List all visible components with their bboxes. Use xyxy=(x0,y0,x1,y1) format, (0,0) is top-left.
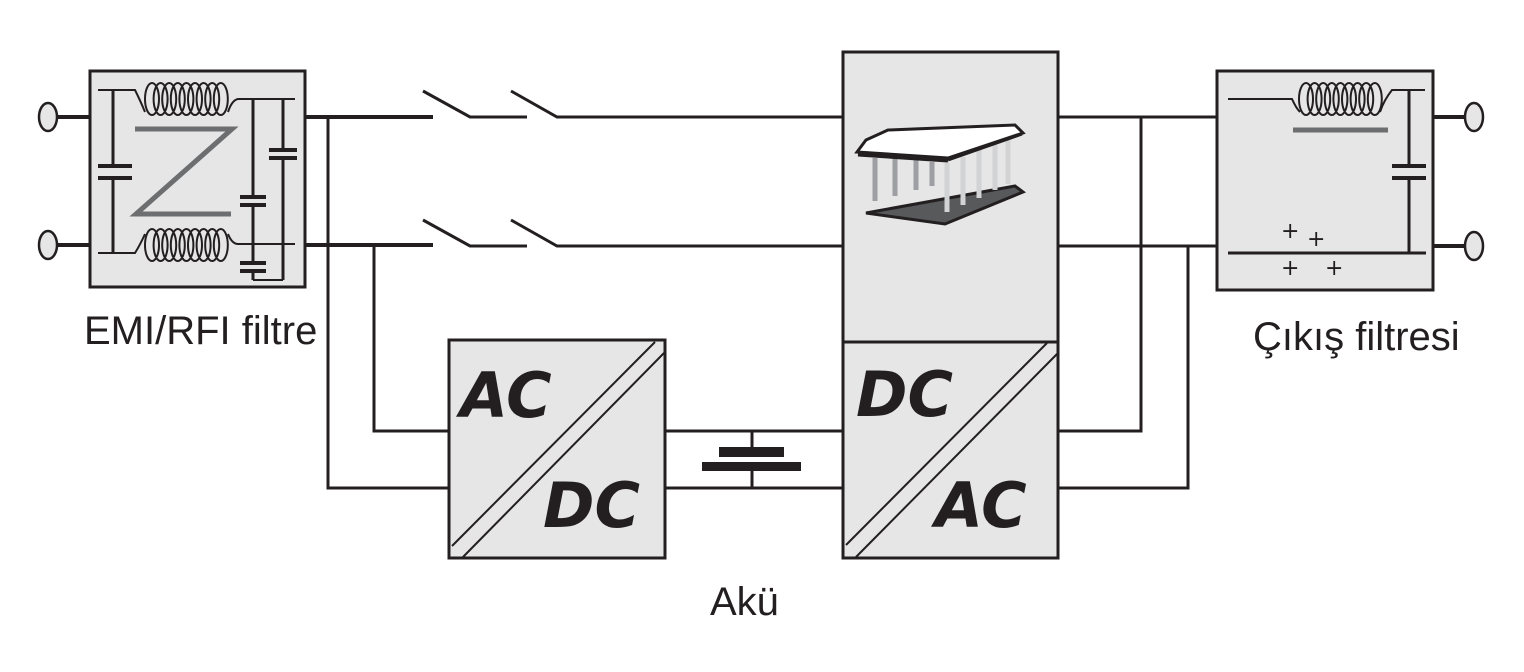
plus-symbol: + xyxy=(1325,256,1343,281)
inverter-output-label: AC xyxy=(930,469,1027,542)
static-switch-icon xyxy=(854,123,1027,226)
input-terminal-l xyxy=(37,101,59,133)
plus-symbol: + xyxy=(1281,256,1299,281)
bypass-switch-1-top xyxy=(422,89,527,119)
bypass-switch-1-bottom xyxy=(422,218,527,248)
bypass-switch-2-bottom xyxy=(510,218,843,248)
inverter-input-label: DC xyxy=(856,358,953,431)
inductor-bottom-icon xyxy=(144,228,229,262)
rectifier-output-label: DC xyxy=(543,469,640,542)
battery-label: Akü xyxy=(710,580,779,624)
static-bypass-block xyxy=(841,50,1060,344)
bypass-switch-2-top xyxy=(510,89,843,119)
battery-icon xyxy=(702,431,801,488)
output-filter-block: + + + + xyxy=(1215,69,1435,292)
input-terminal-n xyxy=(37,229,59,261)
emi-filter-block xyxy=(88,69,307,289)
inductor-top-icon xyxy=(144,82,229,116)
output-terminals xyxy=(1433,101,1485,262)
emi-filter-label: EMI/RFI filtre xyxy=(84,309,317,353)
output-filter-label: Çıkış filtresi xyxy=(1253,315,1460,359)
plus-symbol: + xyxy=(1307,227,1325,252)
output-terminal-n xyxy=(1463,230,1485,262)
output-inductor-icon xyxy=(1298,82,1383,116)
input-terminals xyxy=(37,101,90,261)
output-terminal-l xyxy=(1463,101,1485,133)
main-wiring xyxy=(305,89,1217,490)
inverter-block: DC AC xyxy=(841,340,1060,560)
z-impedance-icon xyxy=(129,126,239,217)
rectifier-input-label: AC xyxy=(455,359,552,432)
plus-symbol: + xyxy=(1281,219,1299,244)
rectifier-block: AC DC xyxy=(447,338,667,560)
